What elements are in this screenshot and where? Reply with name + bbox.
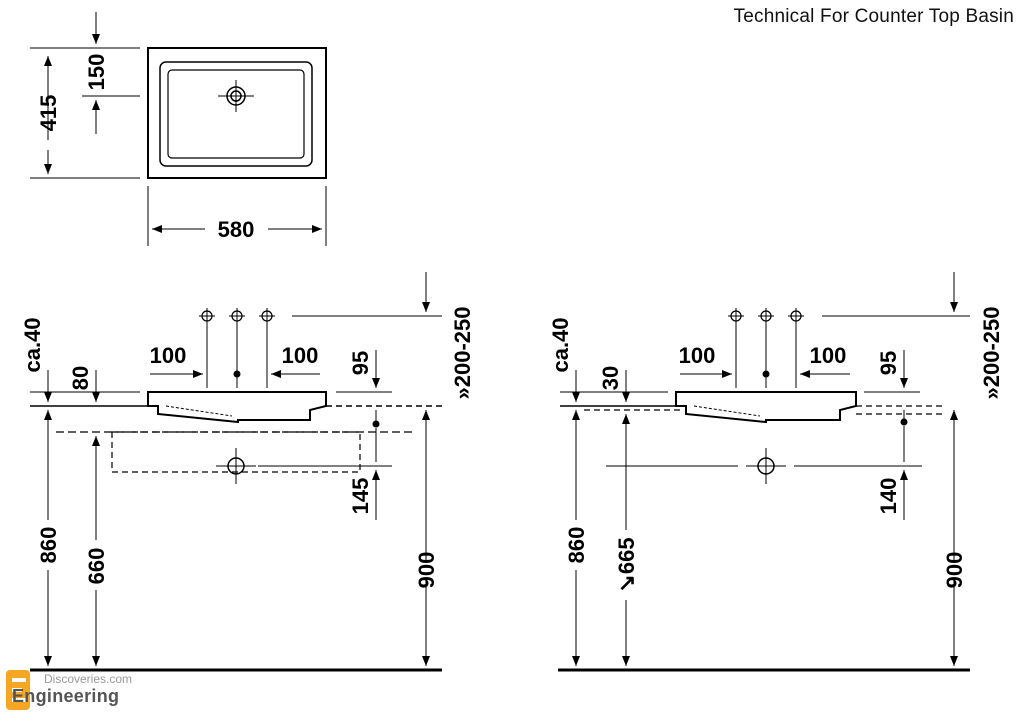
basin-section-right — [675, 391, 857, 424]
right-rim-label: ca.40 — [548, 317, 573, 372]
right-counter-height-label: 860 — [564, 527, 589, 564]
left-elevation — [30, 272, 442, 672]
right-tap-height-label: »200-250 — [979, 307, 1004, 400]
right-tap-right-label: 100 — [810, 343, 847, 368]
right-total-height-label: 900 — [942, 552, 967, 589]
left-cabinet-height-label: 660 — [84, 548, 109, 585]
left-tap-height-label: »200-250 — [450, 307, 475, 400]
left-tap-right-label: 100 — [282, 343, 319, 368]
right-elevation — [558, 272, 970, 672]
basin-inner-top — [159, 61, 313, 167]
drain-symbol-left — [216, 448, 256, 484]
brand-logo-icon — [6, 670, 30, 710]
basin-section-left — [147, 391, 327, 424]
watermark-brand: Engineering — [12, 686, 120, 706]
page-title: Technical For Counter Top Basin — [733, 6, 1014, 27]
watermark-site: Discoveries.com — [44, 672, 133, 686]
right-tap-left-label: 100 — [679, 343, 716, 368]
right-tap-depth-label: 95 — [876, 351, 901, 375]
left-overlap-label: 80 — [68, 366, 93, 390]
right-overlap-label: 30 — [598, 366, 623, 390]
left-counter-height-label: 860 — [36, 527, 61, 564]
left-tap-depth-label: 95 — [348, 351, 373, 375]
left-total-height-label: 900 — [414, 552, 439, 589]
drain-symbol-top — [218, 80, 254, 112]
right-cabinet-height-label: ↘665 — [614, 537, 639, 592]
left-drain-label: 145 — [348, 478, 373, 515]
drain-symbol-right — [746, 448, 786, 484]
basin-outline-top — [147, 47, 327, 179]
top-view — [30, 12, 327, 246]
left-tap-left-label: 100 — [150, 343, 187, 368]
top-depth-label: 415 — [36, 95, 61, 132]
left-rim-label: ca.40 — [20, 317, 45, 372]
top-tap-offset-label: 150 — [84, 54, 109, 91]
right-drain-label: 140 — [876, 478, 901, 515]
top-width-label: 580 — [218, 217, 255, 242]
